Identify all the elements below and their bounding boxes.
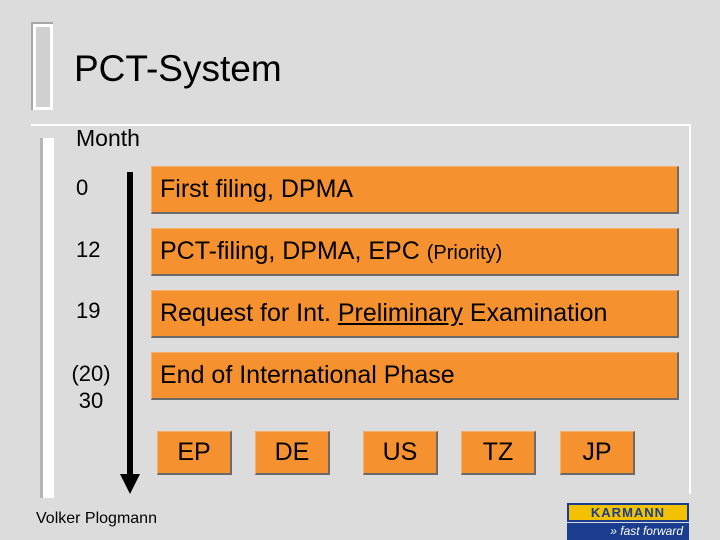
month-value-0: 0	[76, 175, 89, 200]
timeline-box-text-underlined: Preliminary	[337, 299, 463, 327]
decorative-bar-content	[40, 138, 54, 498]
region-box-de: DE	[255, 431, 330, 475]
month-value-19: 19	[76, 298, 101, 323]
month-value-line2: 30	[78, 388, 104, 413]
timeline-box-text-start: Request for Int.	[160, 299, 338, 327]
timeline-arrowhead-icon	[120, 474, 140, 494]
decorative-bar-shade	[40, 138, 43, 498]
content-panel-frame	[31, 124, 691, 494]
month-value-20-30: (20) 30	[68, 360, 114, 414]
timeline-box-text: End of International Phase	[160, 361, 455, 389]
double-chevron-icon: »	[610, 524, 617, 538]
slide-title: PCT-System	[74, 48, 282, 89]
region-box-jp: JP	[560, 431, 635, 475]
region-box-ep: EP	[157, 431, 232, 475]
decorative-bar-top	[36, 27, 50, 107]
logo-wordmark: KARMANN	[567, 503, 689, 522]
author-name: Volker Plogmann	[36, 510, 157, 527]
timeline-box-pct-filing: PCT-filing, DPMA, EPC (Priority)	[151, 228, 679, 276]
timeline-box-first-filing: First filing, DPMA	[151, 166, 679, 214]
month-value-12: 12	[76, 237, 101, 262]
timeline-box-note: (Priority)	[426, 242, 503, 264]
logo-tagline: » fast forward	[567, 523, 689, 540]
timeline-box-text-end: Examination	[462, 299, 608, 327]
timeline-box-text: First filing, DPMA	[160, 175, 354, 203]
timeline-arrow-shaft	[127, 172, 133, 480]
timeline-box-text: PCT-filing, DPMA, EPC	[160, 237, 420, 265]
month-column-label: Month	[76, 125, 140, 151]
timeline-box-request-examination: Request for Int. Preliminary Examination	[151, 290, 679, 338]
logo-tagline-text: fast forward	[620, 524, 683, 538]
timeline-box-end-international-phase: End of International Phase	[151, 352, 679, 400]
region-box-tz: TZ	[461, 431, 536, 475]
region-box-us: US	[363, 431, 438, 475]
month-value-line1: (20)	[71, 361, 111, 386]
karmann-logo: KARMANN » fast forward	[567, 503, 689, 540]
